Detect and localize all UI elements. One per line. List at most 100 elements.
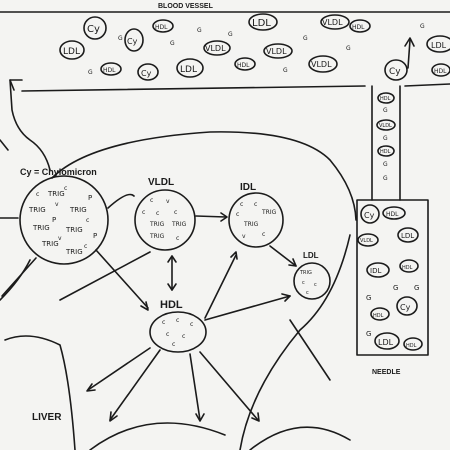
- needle-vldl-text: VLDL: [379, 123, 392, 129]
- arrow-hdl-ldl: [204, 295, 291, 321]
- trig-label: TRIG: [243, 221, 259, 228]
- c-label: c: [236, 211, 239, 218]
- arrow-head: [109, 411, 118, 422]
- trig-label: TRIG: [41, 240, 59, 248]
- vessel-vldl-text: VLDL: [205, 44, 226, 53]
- vessel-cy-particle: [137, 63, 159, 81]
- barrel-ldl-particle: [397, 227, 419, 243]
- barrel-cy-particle: [396, 296, 418, 316]
- arrow-idl-to-ldl: [269, 245, 297, 267]
- barrel-hdl-text: HDL: [373, 313, 384, 319]
- barrel-hdl-particle: [382, 206, 406, 220]
- hdl-contents: c c c c c c: [162, 317, 193, 348]
- bottom-organ-curve: [249, 426, 351, 450]
- vessel-g: G: [303, 35, 308, 42]
- barrel-hdl-particle: [403, 337, 423, 351]
- syringe-barrel: [356, 199, 429, 356]
- vldl-particle: [134, 189, 196, 251]
- vessel-hdl-text: HDL: [434, 68, 447, 75]
- vessel-particles: Cy LDL HDL LDL VLDL VLDL VLDL HDL Cy LDL…: [59, 13, 450, 81]
- needle-cy-particle: [384, 59, 408, 81]
- arrow-hdl-down-left: [109, 349, 161, 421]
- vessel-vldl-particle: [320, 14, 350, 30]
- arrow-head: [140, 301, 149, 311]
- vessel-g: G: [420, 23, 425, 30]
- c-label: c: [142, 209, 145, 216]
- barrel-idl-text: IDL: [370, 267, 381, 275]
- c-label: c: [176, 317, 179, 324]
- needle-hdl-text: HDL: [380, 96, 391, 102]
- vessel-g: G: [346, 45, 351, 52]
- barrel-hdl-particle: [370, 307, 390, 321]
- trig-label: TRIG: [171, 221, 187, 228]
- vessel-ldl-text: LDL: [431, 41, 447, 50]
- c-label: c: [150, 197, 153, 204]
- needle-g: G: [383, 161, 388, 168]
- needle-particles: HDL VLDL HDL G G G G Cy HDL VLDL LDL IDL…: [357, 92, 423, 351]
- left-organ-outline: [0, 259, 31, 301]
- vessel-vldl-text: VLDL: [266, 47, 287, 56]
- vessel-g: G: [197, 27, 202, 34]
- v-label: v: [58, 235, 62, 242]
- vessel-vldl-text: VLDL: [311, 60, 332, 69]
- vessel-hdl-text: HDL: [237, 62, 250, 69]
- c-label: c: [262, 231, 265, 238]
- trig-label: TRIG: [149, 221, 165, 228]
- trig-label: TRIG: [65, 226, 83, 234]
- barrel-g: G: [393, 284, 398, 292]
- barrel-vldl-text: VLDL: [360, 238, 373, 244]
- barrel-g: G: [414, 284, 419, 292]
- p-label: P: [88, 194, 92, 202]
- vessel-ldl-text: LDL: [63, 47, 80, 57]
- c-label: c: [156, 210, 159, 217]
- vessel-g: G: [283, 67, 288, 74]
- barrel-ldl-text: LDL: [378, 338, 394, 347]
- arrow-chylo-to-vldl: [107, 193, 135, 209]
- vessel-vldl-particle: [203, 40, 231, 56]
- ldl-label: LDL: [303, 251, 319, 260]
- idl-particle: [228, 192, 284, 248]
- vessel-ldl-particle: [426, 35, 450, 53]
- barrel-vldl-particle: [357, 233, 379, 247]
- needle-g: G: [383, 175, 388, 182]
- arrow-ldl-down: [289, 319, 331, 381]
- arrow-hdl-down: [189, 353, 201, 421]
- c-label: c: [162, 319, 165, 326]
- arrow-head: [251, 412, 260, 422]
- arrow-head: [195, 413, 205, 422]
- bottom-organ-curve: [89, 422, 226, 450]
- barrel-hdl-text: HDL: [386, 211, 399, 218]
- flow-arrows: [0, 193, 331, 422]
- vessel-hdl-particle: [100, 62, 122, 76]
- intestine-line: [9, 79, 51, 171]
- trig-label: TRIG: [47, 190, 65, 198]
- c-label: c: [302, 280, 305, 286]
- barrel-cy-text: Cy: [364, 211, 375, 220]
- c-label: c: [240, 201, 243, 208]
- arrow-head: [230, 251, 238, 260]
- c-label: c: [36, 191, 39, 198]
- barrel-ldl-text: LDL: [401, 232, 414, 240]
- v-label: v: [55, 201, 59, 208]
- vessel-cy-text: Cy: [87, 24, 100, 35]
- vessel-vldl-text: VLDL: [322, 18, 343, 27]
- arrow-vldl-to-idl: [195, 215, 227, 218]
- vessel-g: G: [118, 35, 123, 42]
- needle-g: G: [383, 107, 388, 114]
- needle-hdl-particle: [377, 92, 395, 104]
- trig-label: TRIG: [28, 206, 46, 214]
- vessel-ldl-particle: [248, 13, 278, 31]
- tissue-outline-top: [51, 131, 357, 221]
- intestine-arrow: [9, 79, 23, 91]
- vessel-g: G: [228, 31, 233, 38]
- barrel-idl-particle: [366, 262, 390, 278]
- idl-contents: c c c TRIG TRIG v c: [236, 201, 277, 240]
- c-label: c: [64, 185, 67, 192]
- hdl-particle: [149, 311, 207, 353]
- vessel-hdl-text: HDL: [155, 24, 168, 31]
- vessel-ldl-particle: [59, 40, 85, 60]
- trig-label: TRIG: [32, 224, 50, 232]
- left-edge-line: [0, 139, 9, 151]
- c-label: c: [182, 333, 185, 340]
